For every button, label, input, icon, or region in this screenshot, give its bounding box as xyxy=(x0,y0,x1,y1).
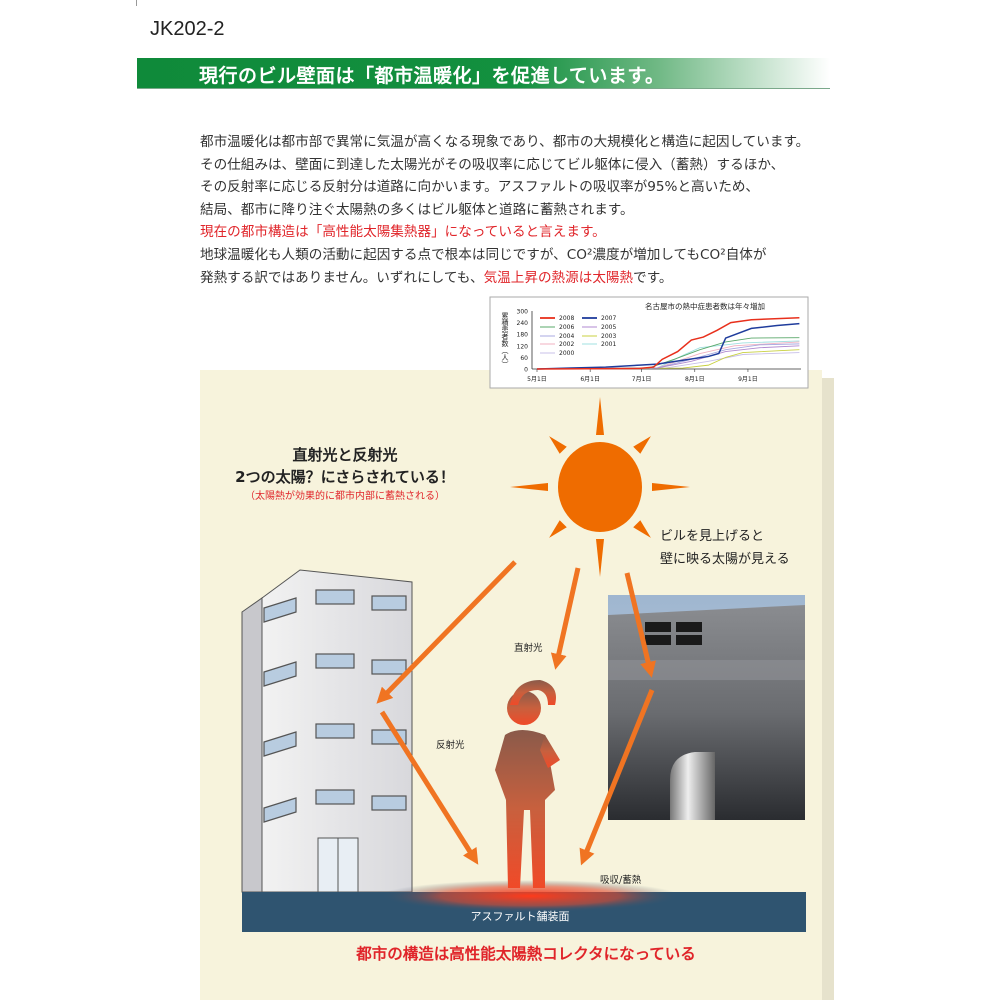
sun-ray xyxy=(549,436,567,454)
photo-caption-1: ビルを見上げると xyxy=(660,529,764,544)
building-illustration xyxy=(241,569,413,893)
window xyxy=(263,731,297,757)
direct-light-arrow xyxy=(550,567,581,670)
sun-ray xyxy=(549,520,567,538)
direct-light-arrow xyxy=(376,560,517,704)
legend-label: 2005 xyxy=(601,324,616,331)
sun-icon xyxy=(510,397,690,577)
label-reflected: 反射光 xyxy=(436,739,465,751)
x-tick-label: 7月1日 xyxy=(632,376,652,383)
person-figure xyxy=(495,680,560,888)
road-label: アスファルト舗装面 xyxy=(471,909,570,923)
reflected-light-arrow xyxy=(579,689,655,866)
headline-1: 直射光と反射光 xyxy=(292,446,397,464)
window xyxy=(263,661,297,687)
body-line: 結局、都市に降り注ぐ太陽熱の多くはビル躯体と道路に蓄熱されます。 xyxy=(200,201,634,218)
body-text: 都市温暖化は都市部で異常に気温が高くなる現象であり、都市の大規模化と構造に起因し… xyxy=(200,131,860,289)
heatstroke-chart: 名古屋市の熱中症患者数は年々増加 累積患者数（人） 0 60 120 180 240 30… xyxy=(489,296,809,389)
legend-label: 2008 xyxy=(559,315,574,322)
legend-label: 2000 xyxy=(559,350,574,357)
headline-2: 2つの太陽？にさらされている！ xyxy=(235,468,455,486)
window xyxy=(263,597,297,623)
building-wall-photo xyxy=(608,595,805,820)
direct-light-arrow xyxy=(624,572,656,678)
x-tick-label: 9月1日 xyxy=(738,376,758,383)
sun-ray xyxy=(652,483,690,491)
window xyxy=(315,723,355,739)
title-banner: 現行のビル壁面は「都市温暖化」を促進しています。 xyxy=(137,58,830,89)
series-line-2007 xyxy=(536,322,800,370)
body-line: 地球温暖化も人類の活動に起因する点で根本は同じですが、CO²濃度が増加してもCO… xyxy=(200,246,767,263)
page-title: 現行のビル壁面は「都市温暖化」を促進しています。 xyxy=(199,65,665,87)
chart-title: 名古屋市の熱中症患者数は年々増加 xyxy=(645,301,765,311)
light-arrows xyxy=(376,560,656,866)
window xyxy=(371,795,407,811)
x-tick-label: 6月1日 xyxy=(580,376,600,383)
window xyxy=(263,797,297,823)
document-code: JK202-2 xyxy=(150,18,225,40)
sun-ray xyxy=(596,539,604,577)
legend-label: 2007 xyxy=(601,315,616,322)
body-line: その仕組みは、壁面に到達した太陽光がその吸収率に応じてビル躯体に侵入（蓄熱）する… xyxy=(200,156,785,173)
series-line-2008 xyxy=(536,317,800,370)
text: です。 xyxy=(633,269,673,286)
y-tick-label: 300 xyxy=(517,309,529,316)
highlight-line: 現在の都市構造は「高性能太陽集熱器」になっていると言えます。 xyxy=(200,224,606,241)
legend-label: 2001 xyxy=(601,341,616,348)
legend-label: 2006 xyxy=(559,324,574,331)
y-tick-label: 60 xyxy=(520,355,528,362)
crop-mark xyxy=(136,0,137,6)
y-tick-label: 180 xyxy=(517,332,529,339)
headline-note: （太陽熱が効果的に都市内部に蓄熱される） xyxy=(245,489,445,502)
sun-ray xyxy=(633,520,651,538)
label-direct: 直射光 xyxy=(514,642,543,654)
y-tick-label: 240 xyxy=(517,320,529,327)
chart-ylabel: 累積患者数（人） xyxy=(501,312,509,368)
body-line: 都市温暖化は都市部で異常に気温が高くなる現象であり、都市の大規模化と構造に起因し… xyxy=(200,134,810,150)
highlight-text: 気温上昇の熱源は太陽熱 xyxy=(483,269,634,286)
window xyxy=(371,659,407,675)
window xyxy=(371,595,407,611)
window xyxy=(315,589,355,605)
window xyxy=(315,653,355,669)
sun-ray xyxy=(596,397,604,435)
body-line: その反射率に応じる反射分は道路に向かいます。アスファルトの吸収率が95%と高いた… xyxy=(200,179,760,196)
label-absorb: 吸収/蓄熱 xyxy=(600,874,642,886)
bottom-caption: 都市の構造は高性能太陽熱コレクタになっている xyxy=(355,944,696,963)
x-tick-label: 8月1日 xyxy=(685,376,705,383)
photo-caption-2: 壁に映る太陽が見える xyxy=(660,552,790,567)
legend-label: 2003 xyxy=(601,333,616,340)
x-tick-label: 5月1日 xyxy=(527,376,547,383)
y-tick-label: 0 xyxy=(524,367,528,374)
y-tick-label: 120 xyxy=(517,343,529,350)
reflected-light-arrow xyxy=(379,710,479,865)
body-line: 発熱する訳ではありません。いずれにしても、気温上昇の熱源は太陽熱です。 xyxy=(200,267,860,290)
legend-label: 2002 xyxy=(559,341,574,348)
heat-glow xyxy=(380,880,680,912)
sun-ray xyxy=(510,483,548,491)
legend-label: 2004 xyxy=(559,333,574,340)
text: 発熱する訳ではありません。いずれにしても、 xyxy=(200,269,484,286)
sun-ray xyxy=(633,436,651,454)
window xyxy=(315,789,355,805)
